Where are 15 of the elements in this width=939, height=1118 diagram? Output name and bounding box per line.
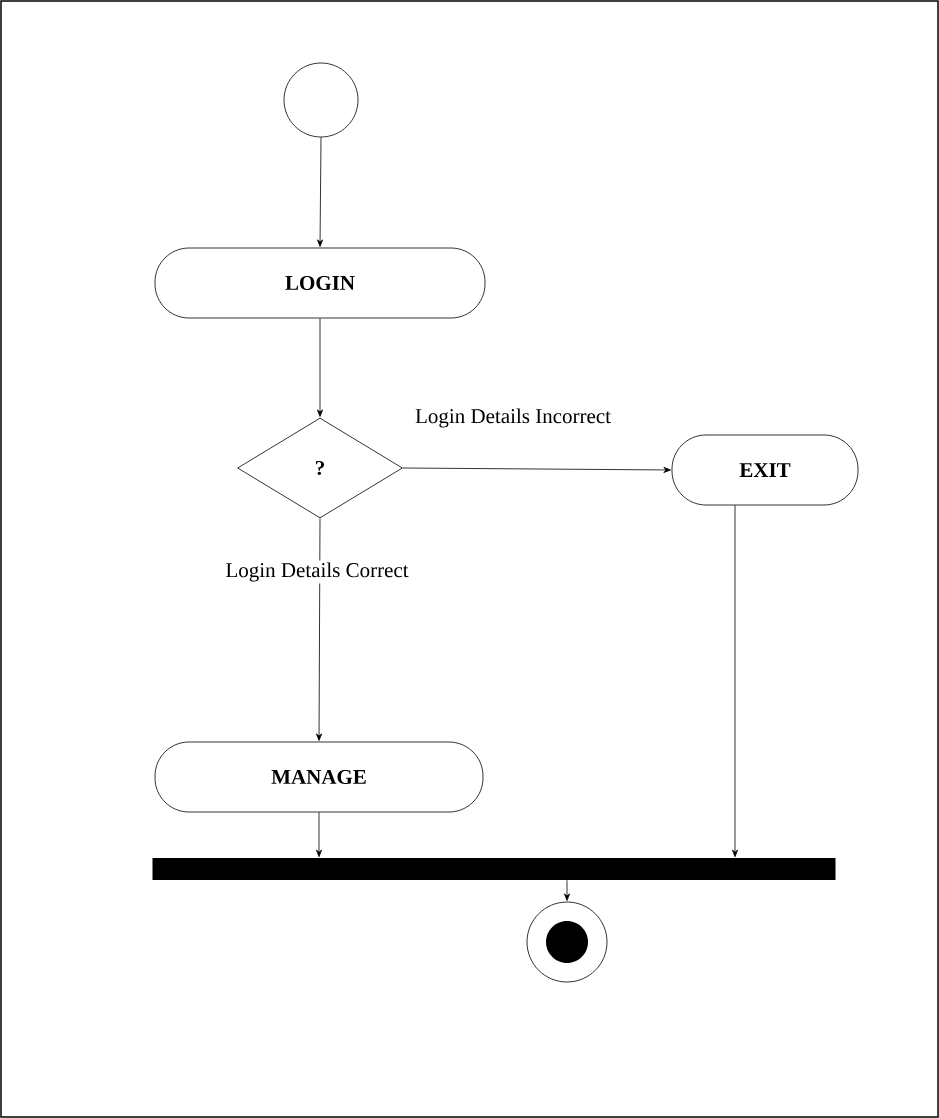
arrow: [564, 879, 570, 901]
edge-label: Login Details Incorrect: [415, 408, 611, 428]
arrow: [402, 466, 671, 473]
action-box: LOGIN: [154, 247, 486, 319]
arrow: [316, 812, 322, 858]
arrow: [317, 318, 323, 417]
arrow: [732, 505, 738, 858]
end-bullseye: [526, 901, 608, 983]
action-box: MANAGE: [154, 741, 484, 813]
arrow: [317, 137, 324, 247]
action-box: EXIT: [671, 434, 859, 506]
join-bar: [152, 858, 836, 880]
arrow: [316, 518, 323, 741]
start-circle: [283, 62, 359, 138]
edge-label: Login Details Correct: [223, 560, 411, 584]
